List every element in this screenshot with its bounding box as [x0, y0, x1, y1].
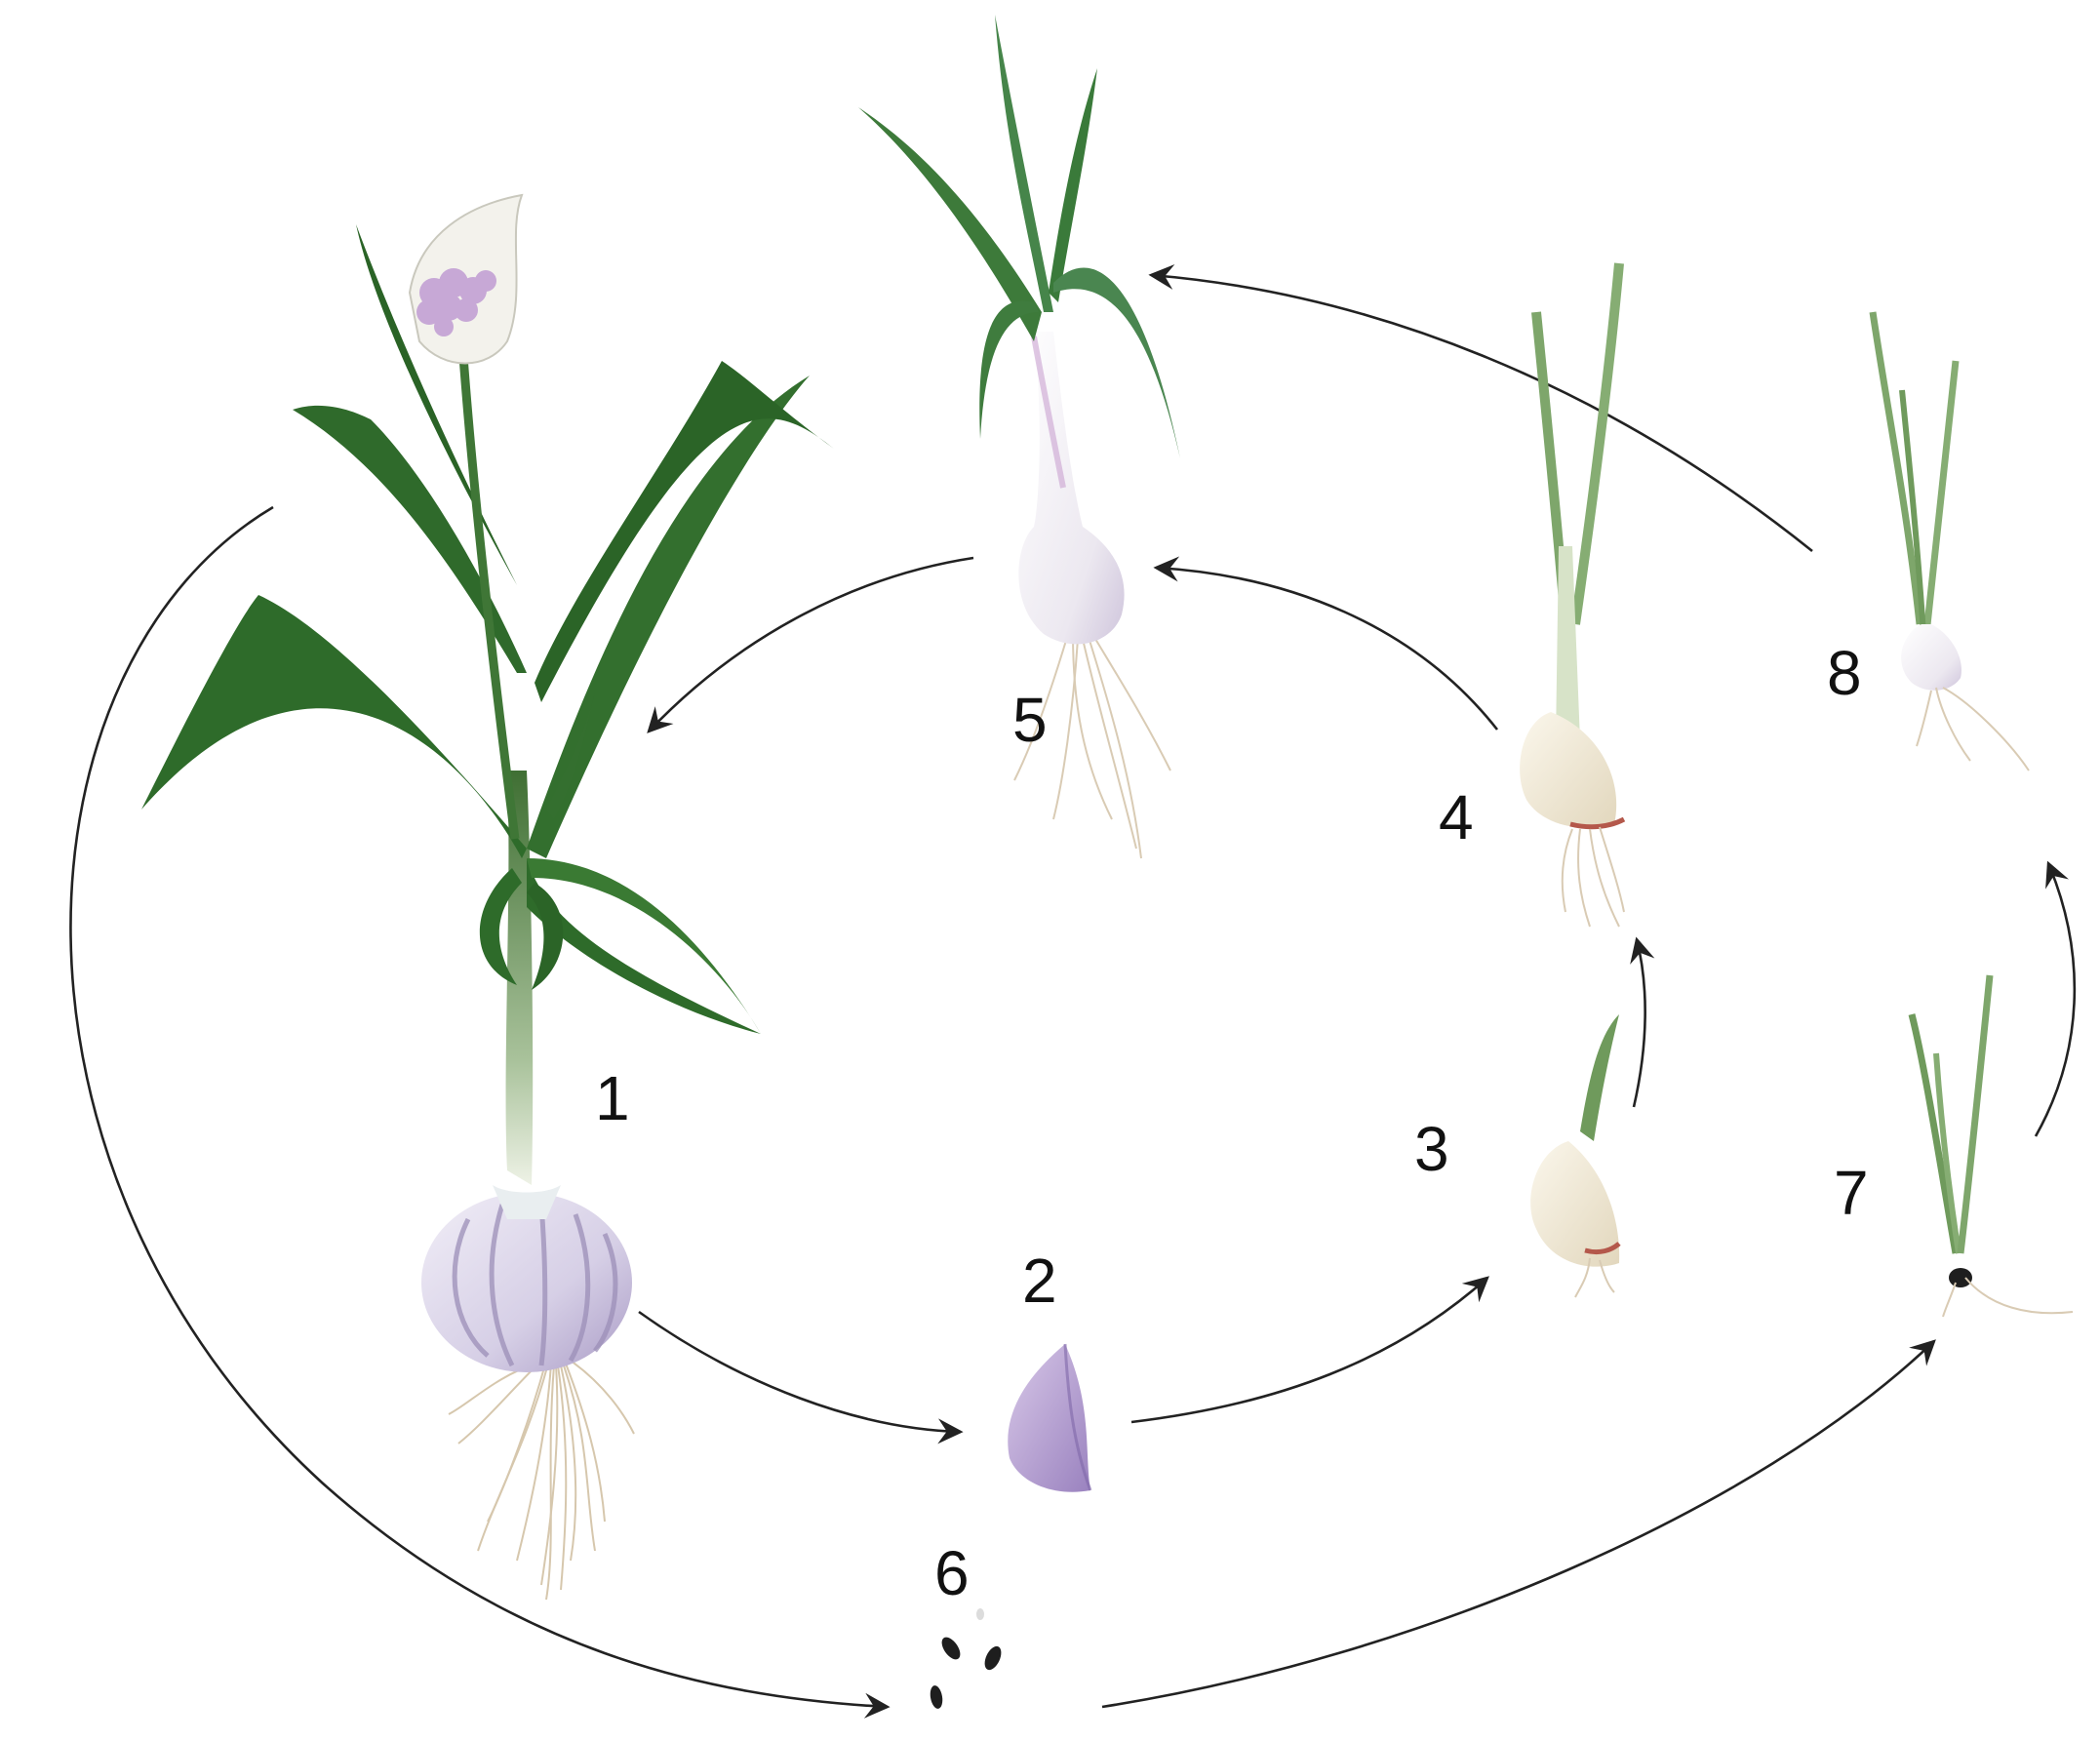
arrow-8-to-5 [1148, 263, 1813, 553]
arrow-6-to-7 [1101, 1339, 1936, 1709]
young-plant-from-seed-illustration [1869, 311, 2030, 772]
stage-label-2: 2 [1022, 1246, 1057, 1316]
stage-label-1: 1 [595, 1063, 630, 1133]
arrow-3-to-4 [1630, 936, 1655, 1108]
stage-label-3: 3 [1414, 1114, 1449, 1184]
stage-label-5: 5 [1012, 685, 1048, 755]
arrow-2-to-3 [1130, 1276, 1489, 1424]
stage-label-4: 4 [1439, 782, 1474, 852]
seeds-illustration [930, 1608, 1002, 1709]
single-clove-illustration [1008, 1343, 1092, 1492]
arrow-7-to-8 [2034, 860, 2077, 1137]
stage-labels: 1 2 3 4 5 6 7 8 [595, 638, 1869, 1608]
seedling-illustration [1908, 974, 2074, 1318]
developing-bulb-illustration [858, 15, 1180, 859]
young-plant-from-clove-illustration [1520, 262, 1626, 928]
sprouting-clove-illustration [1530, 1014, 1621, 1298]
stage-label-8: 8 [1827, 638, 1862, 708]
mature-garlic-plant-illustration [141, 193, 834, 1601]
cycle-arrows [69, 263, 2077, 1719]
stage-label-6: 6 [934, 1538, 970, 1608]
arrow-1-to-6 [69, 505, 891, 1719]
arrow-1-to-2 [638, 1310, 964, 1444]
arrow-5-to-1 [647, 556, 974, 733]
arrow-4-to-5 [1153, 556, 1499, 731]
stage-label-7: 7 [1834, 1158, 1869, 1228]
